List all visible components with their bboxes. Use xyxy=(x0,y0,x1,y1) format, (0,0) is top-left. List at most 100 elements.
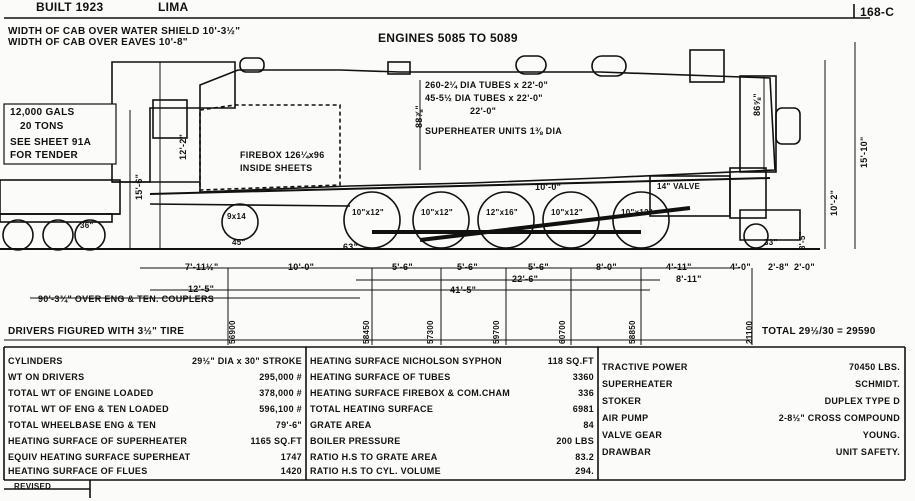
boiler-outline xyxy=(199,69,776,193)
dim-14: 10'-0" xyxy=(535,182,562,192)
sand-dome xyxy=(591,55,627,77)
dim-6: 8'-0" xyxy=(596,262,617,272)
firebox-size: FIREBOX 126¼x96 xyxy=(240,150,325,160)
tubes-note-1: 260-2¼ DIA TUBES x 22'-0" xyxy=(425,80,549,90)
built-date: BUILT 1923 xyxy=(36,0,104,14)
dim-8: 4'-0" xyxy=(730,262,751,272)
tender-wheel-1 xyxy=(2,219,34,251)
smokebox-door xyxy=(775,107,801,145)
driver-cyl-2: 10"x12" xyxy=(421,208,453,217)
dim-center-height: 10'-2" xyxy=(829,189,839,216)
driver-wheel-2 xyxy=(412,191,470,249)
dim-overall-height: 15'-10" xyxy=(859,136,869,168)
dim-pilot-height: 3'-5" xyxy=(798,231,807,250)
total-weight: TOTAL 29½/30 = 29590 xyxy=(762,326,876,337)
driver-cyl-3: 12"x16" xyxy=(486,208,518,217)
dim-12: 8'-11" xyxy=(676,274,702,284)
running-board xyxy=(149,177,771,195)
safety-valve xyxy=(387,61,411,75)
tender-wheel-3 xyxy=(74,219,106,251)
axle-weight-6: 58850 xyxy=(628,320,637,344)
driver-wheel-3 xyxy=(477,191,535,249)
boiler-diameter-2: 86⅝" xyxy=(752,93,762,116)
firebox-outline xyxy=(199,104,341,191)
boiler-diameter-1: 88⅞" xyxy=(414,105,424,128)
trailing-wheel xyxy=(221,203,259,241)
cab-window xyxy=(152,99,188,139)
axle-weight-5: 60700 xyxy=(558,320,567,344)
tender-reference: SEE SHEET 91A xyxy=(10,137,92,148)
tender-capacity-coal: 20 TONS xyxy=(20,121,64,132)
lead-wheel-dia: 33" xyxy=(764,238,778,247)
trailing-wheel-dia: 45" xyxy=(232,238,246,247)
dim-cab-height-1: 12'-2" xyxy=(178,133,188,160)
dim-11: 22'-6" xyxy=(512,274,539,284)
dim-13: 41'-5" xyxy=(450,285,477,295)
firebox-inside: INSIDE SHEETS xyxy=(240,163,313,173)
builder-name: LIMA xyxy=(158,0,189,14)
tender-truck-wheel: 36" xyxy=(80,221,94,230)
revised-stamp: REVISED xyxy=(14,482,52,491)
axle-weight-7: 21100 xyxy=(745,320,754,344)
pilot xyxy=(739,209,801,241)
axle-weight-2: 58450 xyxy=(362,320,371,344)
driver-cyl-5: 10"x12" xyxy=(621,208,653,217)
tender-wheel-2 xyxy=(42,219,74,251)
dim-1: 7'-11½" xyxy=(185,262,219,272)
tender-capacity-water: 12,000 GALS xyxy=(10,107,75,118)
superheater-units: SUPERHEATER UNITS 1⅜ DIA xyxy=(425,126,563,136)
axle-weight-3: 57300 xyxy=(426,320,435,344)
cab-width-eaves: WIDTH OF CAB OVER EAVES 10'-8" xyxy=(8,37,188,48)
lead-wheel xyxy=(743,223,769,249)
trailing-truck-size: 9x14 xyxy=(227,212,246,221)
steam-dome xyxy=(515,55,547,75)
tubes-note-2: 45-5½ DIA TUBES x 22'-0" xyxy=(425,93,543,103)
dim-9: 2'-8" xyxy=(768,262,789,272)
driver-diameter: 63" xyxy=(343,242,359,252)
dim-2: 10'-0" xyxy=(288,262,315,272)
tender-body xyxy=(0,179,121,215)
driver-cyl-1: 10"x12" xyxy=(352,208,384,217)
dim-7: 4'-11" xyxy=(666,262,692,272)
drivers-tire-note: DRIVERS FIGURED WITH 3½" TIRE xyxy=(8,326,185,337)
tubes-length: 22'-0" xyxy=(470,106,497,116)
axle-weight-1: 56900 xyxy=(228,320,237,344)
valve-size: 14" VALVE xyxy=(657,182,701,191)
dim-overall-length: 90'-3¾" OVER ENG & TEN. COUPLERS xyxy=(38,294,215,304)
dim-3: 5'-6" xyxy=(392,262,413,272)
driver-wheel-1 xyxy=(343,191,401,249)
dim-4: 5'-6" xyxy=(457,262,478,272)
dim-10: 2'-0" xyxy=(794,262,815,272)
engine-numbers: ENGINES 5085 TO 5089 xyxy=(378,31,518,45)
cab-dome xyxy=(239,57,265,73)
stack xyxy=(689,49,725,83)
driver-cyl-4: 10"x12" xyxy=(551,208,583,217)
dim-15: 12'-5" xyxy=(188,284,215,294)
cab-width-shield: WIDTH OF CAB OVER WATER SHIELD 10'-3½" xyxy=(8,26,241,37)
tender-reference-2: FOR TENDER xyxy=(10,150,78,161)
main-rod xyxy=(419,206,691,242)
sheet-number: 168-C xyxy=(860,5,895,19)
dim-5: 5'-6" xyxy=(528,262,549,272)
